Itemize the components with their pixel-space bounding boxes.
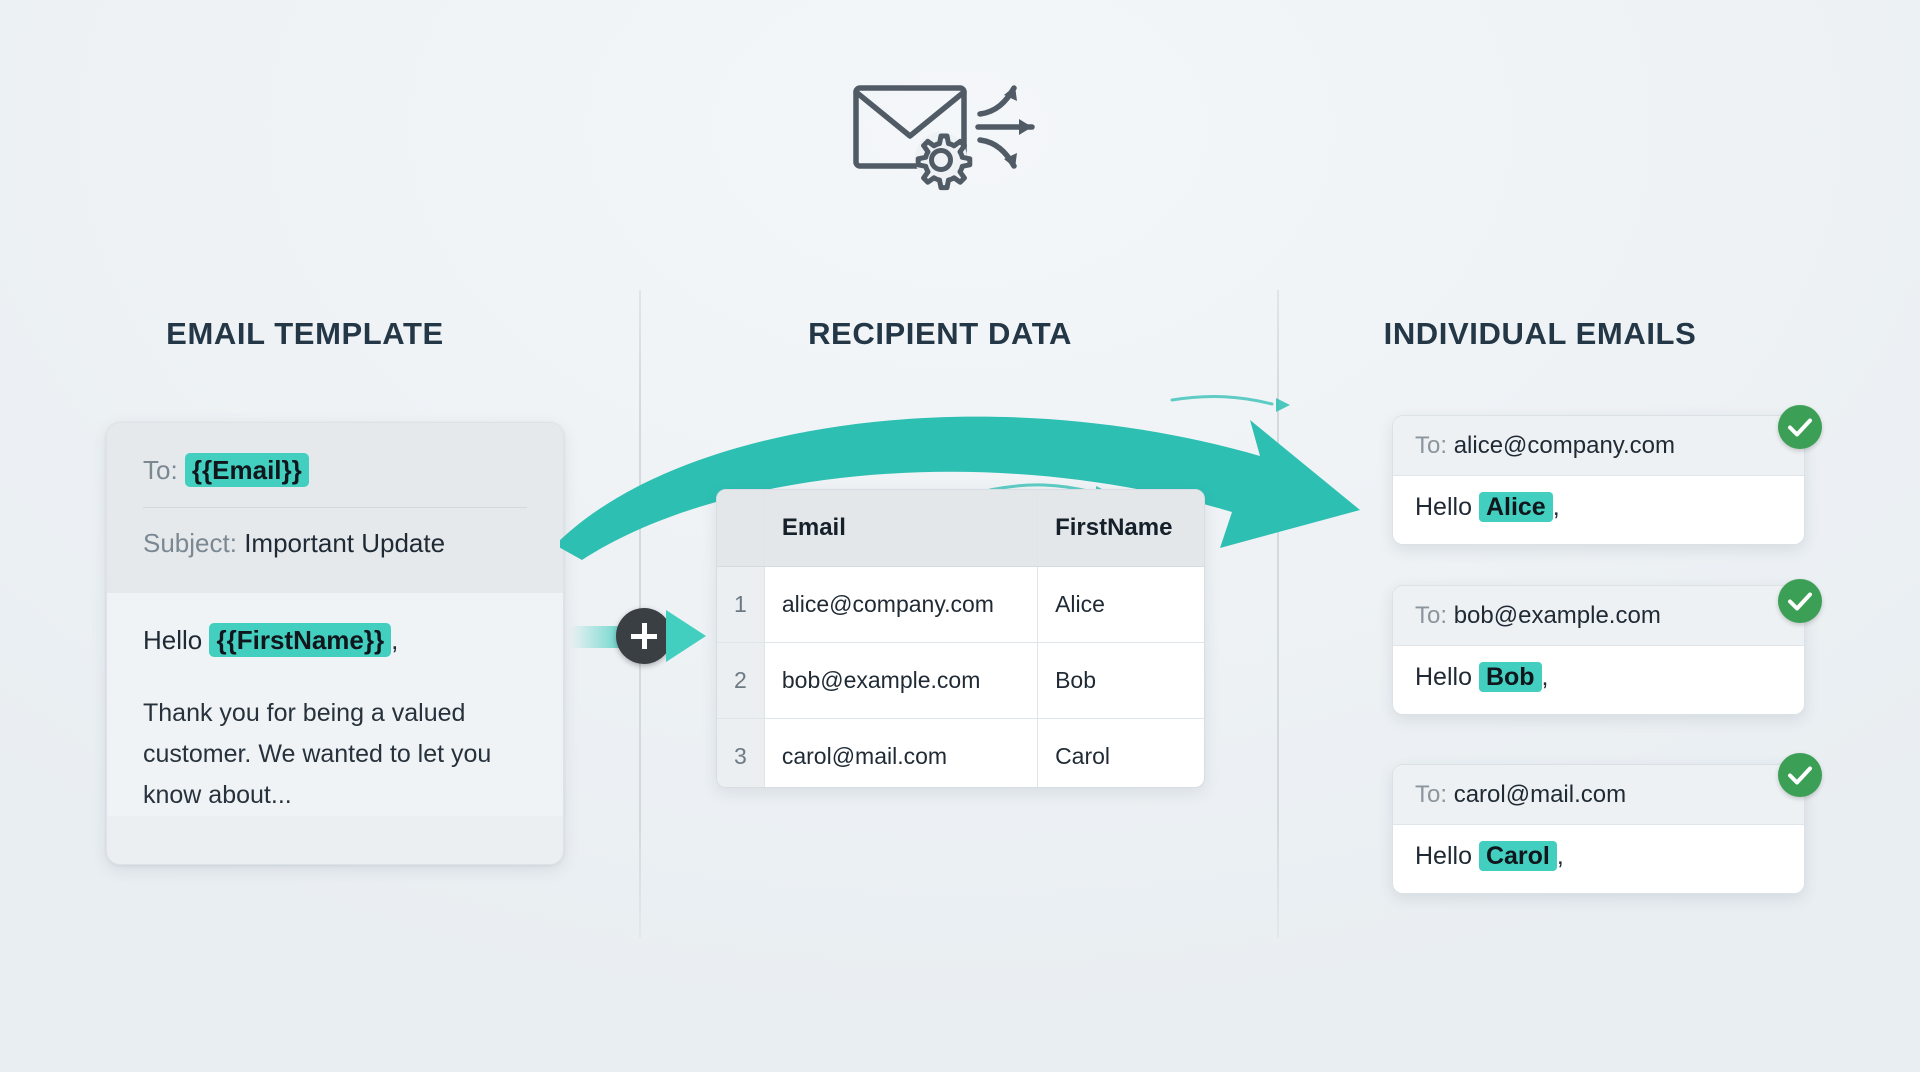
check-icon (1788, 418, 1812, 437)
cell-firstname[interactable]: Alice (1037, 566, 1204, 643)
email-body-row: Hello Carol, (1393, 825, 1804, 893)
email-greeting-prefix: Hello (1415, 842, 1472, 870)
heading-recipient-data: RECIPIENT DATA (808, 316, 1072, 351)
email-to-label: To: (1415, 602, 1448, 629)
right-arrow-icon (666, 610, 706, 662)
template-to-row: To: {{Email}} (143, 449, 527, 491)
template-paragraph: Thank you for being a valued customer. W… (143, 699, 492, 809)
individual-email-card[interactable]: To: bob@example.com Hello Bob, (1392, 585, 1805, 715)
email-to-value: bob@example.com (1453, 602, 1661, 629)
status-badge (1778, 405, 1822, 449)
email-to-label: To: (1415, 432, 1448, 459)
template-greeting-suffix: , (391, 625, 399, 655)
merge-connector (570, 608, 710, 668)
template-greeting-line: Hello {{FirstName}}, (143, 623, 527, 657)
merge-field-firstname[interactable]: {{FirstName}} (209, 623, 392, 657)
row-index: 3 (717, 718, 765, 787)
column-header-index (717, 490, 765, 567)
template-body-section: Hello {{FirstName}}, Thank you for being… (107, 593, 563, 816)
row-index: 1 (717, 566, 765, 643)
plus-icon[interactable] (616, 608, 672, 664)
email-to-row: To: alice@company.com (1393, 416, 1804, 476)
merged-name-value: Carol (1478, 841, 1557, 871)
envelope-gear-distribute-icon (853, 85, 1035, 191)
cell-email[interactable]: bob@example.com (764, 642, 1039, 719)
email-greeting-prefix: Hello (1415, 493, 1472, 521)
table-row[interactable]: 2 bob@example.com Bob (717, 642, 1204, 719)
email-greeting-suffix: , (1556, 842, 1564, 870)
recipient-data-table[interactable]: Email FirstName 1 alice@company.com Alic… (716, 489, 1205, 788)
row-index: 2 (717, 642, 765, 719)
heading-individual-emails: INDIVIDUAL EMAILS (1383, 316, 1697, 351)
email-greeting-prefix: Hello (1415, 663, 1472, 691)
email-to-value: alice@company.com (1453, 432, 1676, 459)
email-template-card[interactable]: To: {{Email}} Subject: Important Update … (106, 422, 564, 865)
cell-email[interactable]: carol@mail.com (764, 718, 1039, 787)
email-body-row: Hello Alice, (1393, 476, 1804, 544)
template-subject-value: Important Update (244, 528, 446, 558)
check-icon (1788, 766, 1812, 785)
email-body-row: Hello Bob, (1393, 646, 1804, 714)
email-greeting-suffix: , (1552, 493, 1560, 521)
template-subject-row: Subject: Important Update (143, 508, 527, 564)
column-header-firstname: FirstName (1037, 490, 1204, 567)
merge-field-email[interactable]: {{Email}} (184, 453, 309, 487)
email-to-label: To: (1415, 781, 1448, 808)
connector-bar (570, 626, 628, 648)
template-divider (143, 507, 527, 508)
column-header-email: Email (764, 490, 1039, 567)
template-to-label: To: (143, 455, 178, 485)
email-greeting-suffix: , (1541, 663, 1549, 691)
merged-name-value: Bob (1478, 662, 1542, 692)
cell-firstname[interactable]: Carol (1055, 742, 1111, 769)
table-row[interactable]: 3 carol@mail.com Carol (717, 718, 1204, 787)
individual-email-card[interactable]: To: carol@mail.com Hello Carol, (1392, 764, 1805, 894)
gear-icon (915, 132, 973, 191)
table-row[interactable]: 1 alice@company.com Alice (717, 566, 1204, 643)
template-header-section: To: {{Email}} Subject: Important Update (107, 423, 563, 593)
table-header-row: Email FirstName (717, 490, 1204, 567)
template-subject-label: Subject: (143, 528, 237, 558)
email-to-row: To: bob@example.com (1393, 586, 1804, 646)
merged-name-value: Alice (1478, 492, 1553, 522)
individual-email-card[interactable]: To: alice@company.com Hello Alice, (1392, 415, 1805, 545)
email-to-value: carol@mail.com (1453, 781, 1627, 808)
column-divider-2 (1277, 290, 1279, 938)
cell-email[interactable]: alice@company.com (764, 566, 1039, 643)
status-badge (1778, 753, 1822, 797)
check-icon (1788, 592, 1812, 611)
template-greeting-prefix: Hello (143, 625, 203, 655)
email-to-row: To: carol@mail.com (1393, 765, 1804, 825)
status-badge (1778, 579, 1822, 623)
heading-email-template: EMAIL TEMPLATE (166, 316, 444, 351)
cell-firstname[interactable]: Bob (1037, 642, 1204, 719)
